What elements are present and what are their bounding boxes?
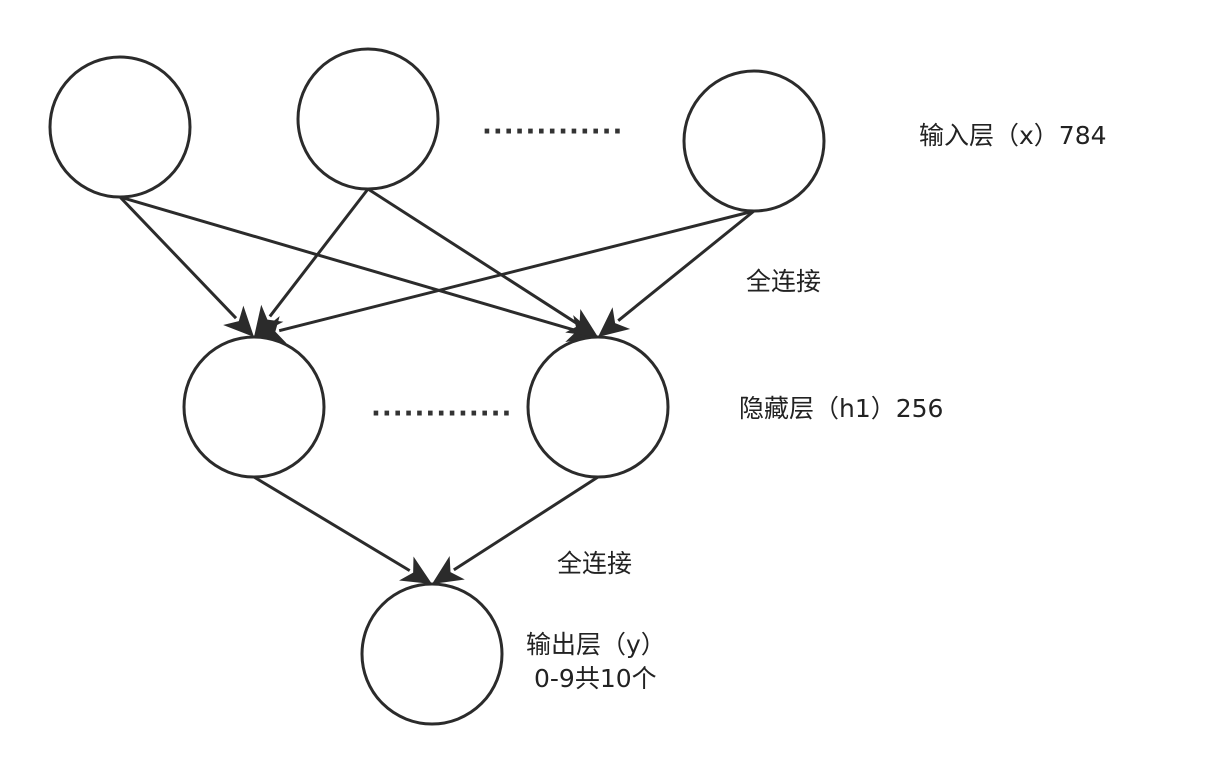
hidden-node-1 bbox=[182, 335, 326, 479]
output-node-1 bbox=[360, 582, 504, 726]
arrowhead-input-node-3-to-hidden-node-2 bbox=[598, 307, 631, 337]
full-connection-label-1: 全连接 bbox=[746, 267, 822, 296]
edge-input-node-3-to-hidden-node-1 bbox=[278, 209, 755, 333]
arrowhead-input-node-2-to-hidden-node-2 bbox=[565, 308, 598, 337]
arrowhead-hidden-node-1-to-output-node-1 bbox=[399, 556, 432, 584]
arrowhead-input-node-2-to-hidden-node-1 bbox=[254, 304, 284, 337]
edges bbox=[118, 187, 755, 584]
arrowhead-input-node-1-to-hidden-node-1 bbox=[223, 305, 254, 337]
input-node-3 bbox=[682, 69, 826, 213]
input-node-1 bbox=[48, 55, 192, 199]
output-layer-label: 输出层（y） bbox=[526, 630, 666, 659]
nodes bbox=[48, 47, 826, 726]
hidden-ellipsis: ············· bbox=[371, 399, 512, 429]
edge-input-node-2-to-hidden-node-2 bbox=[367, 187, 577, 325]
edge-input-node-2-to-hidden-node-1 bbox=[268, 188, 370, 318]
input-layer-label: 输入层（x）784 bbox=[919, 121, 1107, 150]
arrowhead-hidden-node-2-to-output-node-1 bbox=[432, 555, 465, 584]
output-layer-sublabel: 0-9共10个 bbox=[534, 664, 657, 693]
input-node-2 bbox=[296, 47, 440, 191]
edge-hidden-node-1-to-output-node-1 bbox=[253, 475, 411, 572]
edge-hidden-node-2-to-output-node-1 bbox=[453, 475, 599, 572]
full-connection-label-2: 全连接 bbox=[557, 549, 633, 578]
edge-input-node-1-to-hidden-node-1 bbox=[118, 195, 238, 320]
edge-input-node-3-to-hidden-node-2 bbox=[617, 209, 755, 322]
hidden-layer-label: 隐藏层（h1）256 bbox=[739, 394, 944, 423]
input-ellipsis: ············· bbox=[482, 117, 623, 147]
edge-input-node-1-to-hidden-node-2 bbox=[119, 195, 574, 332]
hidden-node-2 bbox=[526, 335, 670, 479]
